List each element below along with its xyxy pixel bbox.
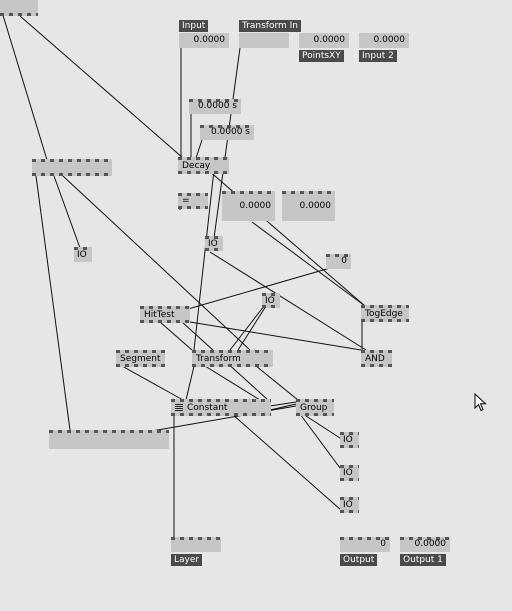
layer-label: Layer: [171, 554, 203, 566]
output1-label: Output 1: [400, 554, 446, 566]
int-value[interactable]: 0: [326, 254, 351, 269]
and-node[interactable]: AND: [361, 350, 392, 367]
input2-label: Input 2: [359, 50, 397, 62]
togedge-node[interactable]: TogEdge: [361, 305, 409, 322]
io-node-d[interactable]: IO: [340, 432, 359, 448]
output-label: Output: [340, 554, 378, 566]
menu-lines-icon: [175, 404, 183, 411]
io-node-a[interactable]: IO: [205, 236, 223, 251]
group-node[interactable]: Group: [296, 399, 334, 416]
segment-node[interactable]: Segment: [116, 350, 165, 367]
constant-node[interactable]: Constant: [171, 399, 271, 416]
output1-value[interactable]: 0.0000: [400, 537, 450, 552]
input-label: Input: [179, 20, 209, 32]
left-wide-node[interactable]: [32, 159, 112, 176]
io-node-f[interactable]: IO: [340, 497, 359, 513]
io-node-e[interactable]: IO: [340, 465, 359, 481]
hittest-node[interactable]: HitTest: [140, 306, 190, 323]
pointsxy-label: PointsXY: [299, 50, 344, 62]
output-value[interactable]: 0: [340, 537, 390, 552]
input-value[interactable]: 0.0000: [179, 33, 229, 48]
stub-node[interactable]: [0, 0, 38, 16]
out-a-value[interactable]: 0.0000: [222, 191, 275, 221]
transform-in-value[interactable]: [239, 33, 289, 48]
decay-node[interactable]: Decay: [178, 157, 229, 174]
pointsxy-value[interactable]: 0.0000: [299, 33, 349, 48]
layer-value[interactable]: [171, 537, 221, 552]
arrow-cursor-icon: [474, 392, 488, 413]
transform-node[interactable]: Transform: [192, 350, 273, 367]
equals-node[interactable]: =: [178, 193, 208, 209]
left-bottom-node[interactable]: [49, 430, 169, 449]
input2-value[interactable]: 0.0000: [359, 33, 409, 48]
io-node-b[interactable]: IO: [74, 247, 92, 262]
decay-release-value[interactable]: 0.0000 s: [200, 125, 254, 140]
decay-attack-value[interactable]: 0.0000 s: [189, 99, 241, 114]
io-node-c[interactable]: IO: [262, 293, 280, 308]
transform-in-label: Transform In: [239, 20, 301, 32]
out-b-value[interactable]: 0.0000: [282, 191, 335, 221]
